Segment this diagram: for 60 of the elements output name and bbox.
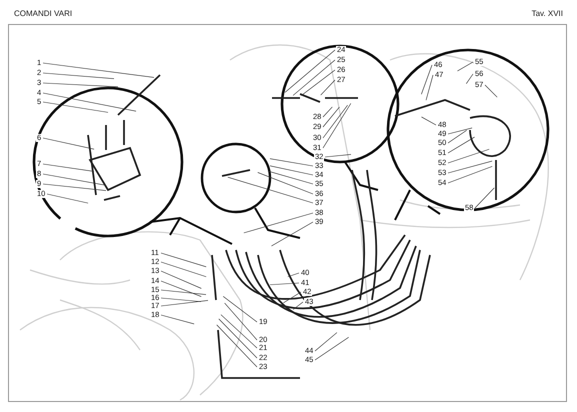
leader-line — [271, 222, 314, 246]
leader-line — [222, 296, 258, 322]
leader-line — [270, 158, 314, 166]
leader-line — [220, 314, 258, 348]
leader-line — [474, 188, 495, 208]
leader-line — [160, 298, 202, 302]
leader-line — [421, 64, 432, 95]
leader-line — [270, 282, 300, 286]
leader-line — [160, 262, 206, 278]
leader-line — [292, 60, 336, 96]
leader-line — [284, 50, 336, 93]
leader-line — [42, 174, 106, 186]
page-title: COMANDI VARI — [14, 9, 72, 18]
leader-line — [42, 92, 136, 112]
leader-line — [268, 170, 314, 184]
leader-line — [42, 72, 114, 79]
leader-line — [216, 324, 258, 368]
leader-line — [314, 336, 349, 360]
leader-line — [160, 280, 202, 297]
leader-line — [42, 138, 94, 150]
leader-line — [42, 82, 118, 88]
leader-line — [484, 84, 498, 98]
leader-line — [426, 74, 434, 100]
leader-line — [421, 116, 436, 126]
leader-line — [228, 176, 314, 204]
leader-line — [322, 106, 333, 118]
leader-line — [448, 136, 475, 154]
leader-line — [244, 212, 314, 234]
leader-line — [466, 74, 474, 84]
leader-line — [322, 104, 348, 138]
leader-line — [448, 166, 493, 184]
leader-line — [448, 148, 490, 164]
leader-line — [42, 62, 154, 78]
leader-line — [160, 290, 206, 295]
leader-line — [457, 62, 474, 72]
leader-line — [218, 318, 258, 358]
leader-line — [283, 292, 302, 304]
leader-line — [160, 300, 208, 306]
leader-line — [448, 160, 492, 174]
leader-line — [322, 106, 340, 128]
leader-line — [160, 314, 194, 324]
leader-line — [42, 102, 108, 113]
leader-line — [224, 302, 258, 340]
leader-line — [160, 252, 206, 268]
leader-line — [320, 80, 336, 96]
leader-line — [42, 184, 106, 191]
leader-line — [46, 194, 88, 204]
leader-line — [292, 302, 304, 310]
leader-line — [288, 272, 300, 278]
leader-line — [160, 270, 202, 289]
leader-line — [314, 332, 338, 352]
leader-line — [322, 103, 352, 148]
plate-number: Tav. XVII — [532, 9, 563, 18]
leader-line — [448, 130, 467, 144]
leader-line — [448, 128, 472, 134]
leader-line — [42, 164, 94, 172]
leader-line — [324, 154, 352, 158]
leader-line — [300, 70, 336, 96]
leader-line — [270, 166, 314, 176]
leader-line — [257, 172, 314, 194]
